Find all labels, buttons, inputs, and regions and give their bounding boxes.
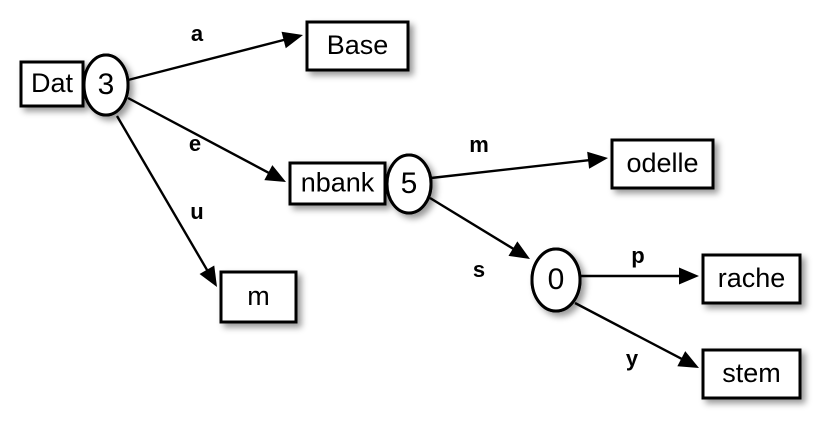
node-ellipse-label-nbank: 5 <box>401 167 418 200</box>
node-box-label-root: Dat <box>31 68 74 98</box>
edge-label-u: u <box>190 199 203 224</box>
node-odelle[interactable]: odelle <box>610 138 715 190</box>
node-box-label-odelle: odelle <box>626 148 698 178</box>
node-box-odelle[interactable] <box>610 138 715 190</box>
edge-y <box>574 301 699 368</box>
node-box-label-rache: rache <box>718 263 786 293</box>
arrow-head <box>281 31 303 49</box>
node-base[interactable]: Base <box>305 20 410 72</box>
edge-label-y: y <box>626 346 639 371</box>
node-ellipse-label-root: 3 <box>98 68 115 101</box>
arrow-head <box>199 265 217 287</box>
edge-p <box>580 267 699 285</box>
arrow-head <box>587 151 608 169</box>
arrow-head <box>508 241 530 259</box>
node-mleaf[interactable]: m <box>219 270 298 324</box>
arrow-head <box>264 165 286 182</box>
edge-s <box>429 196 530 259</box>
node-nbank[interactable]: nbank 5 <box>288 153 433 215</box>
edge-m <box>430 151 608 180</box>
edge-label-m: m <box>469 132 489 157</box>
node-root[interactable]: Dat 3 <box>19 53 130 117</box>
node-box-base[interactable] <box>305 20 410 72</box>
edge-line <box>127 96 272 176</box>
nodes-layer: Dat 3 Base nbank 5 m odelle 0 rache stem <box>19 20 802 400</box>
edge-line <box>429 196 517 252</box>
node-box-nbank[interactable] <box>288 161 387 206</box>
node-rache[interactable]: rache <box>701 253 802 305</box>
edge-line <box>430 158 592 180</box>
edge-label-p: p <box>631 243 644 268</box>
node-ellipse-label-zero: 0 <box>548 263 565 296</box>
arrow-head <box>679 267 699 285</box>
node-box-label-stem: stem <box>722 358 781 388</box>
node-box-label-mleaf: m <box>247 281 270 311</box>
node-stem[interactable]: stem <box>701 348 802 400</box>
arrow-head <box>677 351 699 368</box>
edge-label-a: a <box>191 21 204 46</box>
edge-e <box>127 96 286 182</box>
node-zero[interactable]: 0 <box>530 247 582 313</box>
node-ellipse-nbank[interactable] <box>385 153 433 215</box>
node-box-root[interactable] <box>19 60 85 108</box>
edge-label-e: e <box>189 131 201 156</box>
node-box-label-base: Base <box>327 30 389 60</box>
edge-line <box>127 38 287 82</box>
node-ellipse-zero[interactable] <box>530 247 582 313</box>
edge-line <box>115 115 210 273</box>
edge-u <box>115 115 217 287</box>
node-box-label-nbank: nbank <box>301 168 375 198</box>
node-box-mleaf[interactable] <box>219 270 298 324</box>
edge-a <box>127 31 303 82</box>
edges-layer <box>115 31 699 368</box>
edge-labels-layer: a e u m s p y <box>189 21 645 371</box>
node-box-rache[interactable] <box>701 253 802 305</box>
node-box-stem[interactable] <box>701 348 802 400</box>
edge-label-s: s <box>473 257 485 282</box>
edge-line <box>574 301 685 362</box>
